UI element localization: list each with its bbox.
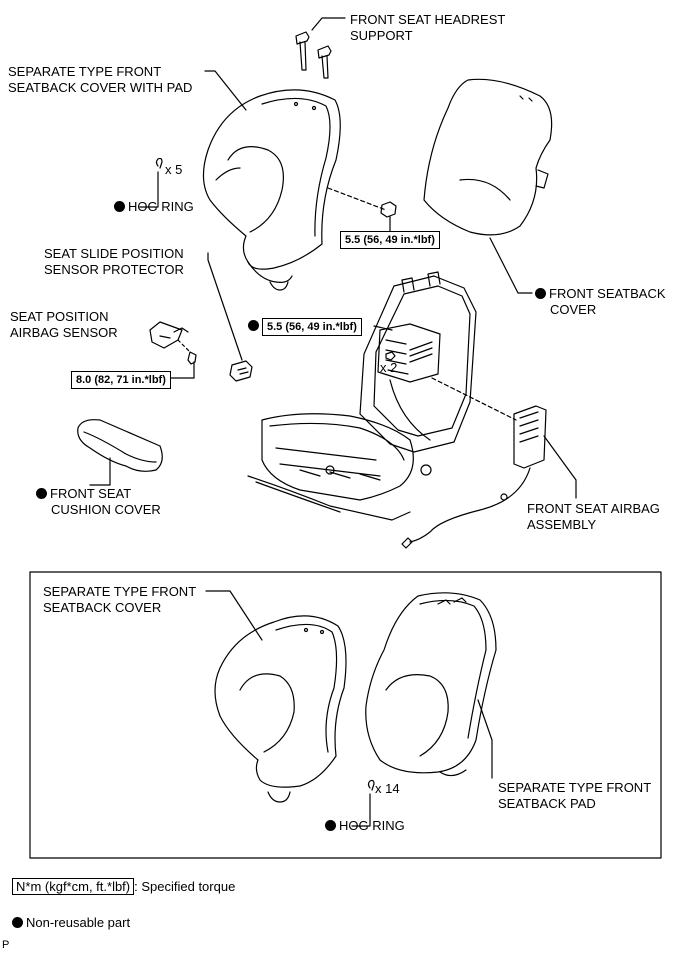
bolt-qty: x 2 <box>380 360 398 375</box>
headrest-support-part <box>295 31 332 79</box>
inset-seatback-cover-part <box>214 615 347 803</box>
seatback-cover-with-pad-label: SEPARATE TYPE FRONT SEATBACK COVER WITH … <box>8 64 193 95</box>
torque-frame-bolt: 5.5 (56, 49 in.*lbf) <box>262 318 362 336</box>
non-reusable-icon <box>248 320 259 331</box>
seatback-cover-with-pad-part <box>202 89 341 291</box>
slide-sensor-protector-label: SEAT SLIDE POSITION SENSOR PROTECTOR <box>44 246 184 277</box>
hog-ring-label-top: HOG RING <box>114 199 194 215</box>
non-reusable-icon <box>114 201 125 212</box>
legend-non-reusable: Non-reusable part <box>12 915 130 931</box>
slide-sensor-protector-part <box>229 360 253 382</box>
torque-frame-bolt-group: 5.5 (56, 49 in.*lbf) <box>248 318 362 336</box>
seatback-cover-label: FRONT SEATBACK COVER <box>535 286 666 318</box>
seat-frame-part <box>247 271 477 521</box>
inset-seatback-cover-label: SEPARATE TYPE FRONT SEATBACK COVER <box>43 584 197 615</box>
legend-torque-units: N*m (kgf*cm, ft.*lbf) <box>12 878 135 895</box>
torque-seatback-nut: 5.5 (56, 49 in.*lbf) <box>340 231 440 249</box>
airbag-assembly-label: FRONT SEAT AIRBAG ASSEMBLY <box>527 501 660 532</box>
headrest-support-label: FRONT SEAT HEADREST SUPPORT <box>350 12 506 43</box>
inset-frame <box>29 571 662 859</box>
cushion-cover-part <box>77 419 163 472</box>
hog-ring-qty-top: x 5 <box>165 162 183 177</box>
front-seatback-cover-part <box>423 78 553 236</box>
inset-seatback-pad-part <box>365 592 497 777</box>
cushion-cover-label: FRONT SEAT CUSHION COVER <box>36 486 161 518</box>
non-reusable-icon <box>325 820 336 831</box>
torque-sensor-bolt: 8.0 (82, 71 in.*lbf) <box>71 371 171 389</box>
airbag-sensor-label: SEAT POSITION AIRBAG SENSOR <box>10 309 118 340</box>
legend-torque: N*m (kgf*cm, ft.*lbf): Specified torque <box>12 878 235 895</box>
non-reusable-icon <box>36 488 47 499</box>
hog-ring-label-inset: HOG RING <box>325 818 405 834</box>
hog-ring-qty-inset: x 14 <box>375 781 400 796</box>
inset-seatback-pad-label: SEPARATE TYPE FRONT SEATBACK PAD <box>498 780 652 811</box>
airbag-assembly-part <box>401 405 547 549</box>
corner-code: P <box>2 939 10 951</box>
non-reusable-icon <box>535 288 546 299</box>
legend-torque-desc: : Specified torque <box>134 879 236 894</box>
non-reusable-icon <box>12 917 23 928</box>
